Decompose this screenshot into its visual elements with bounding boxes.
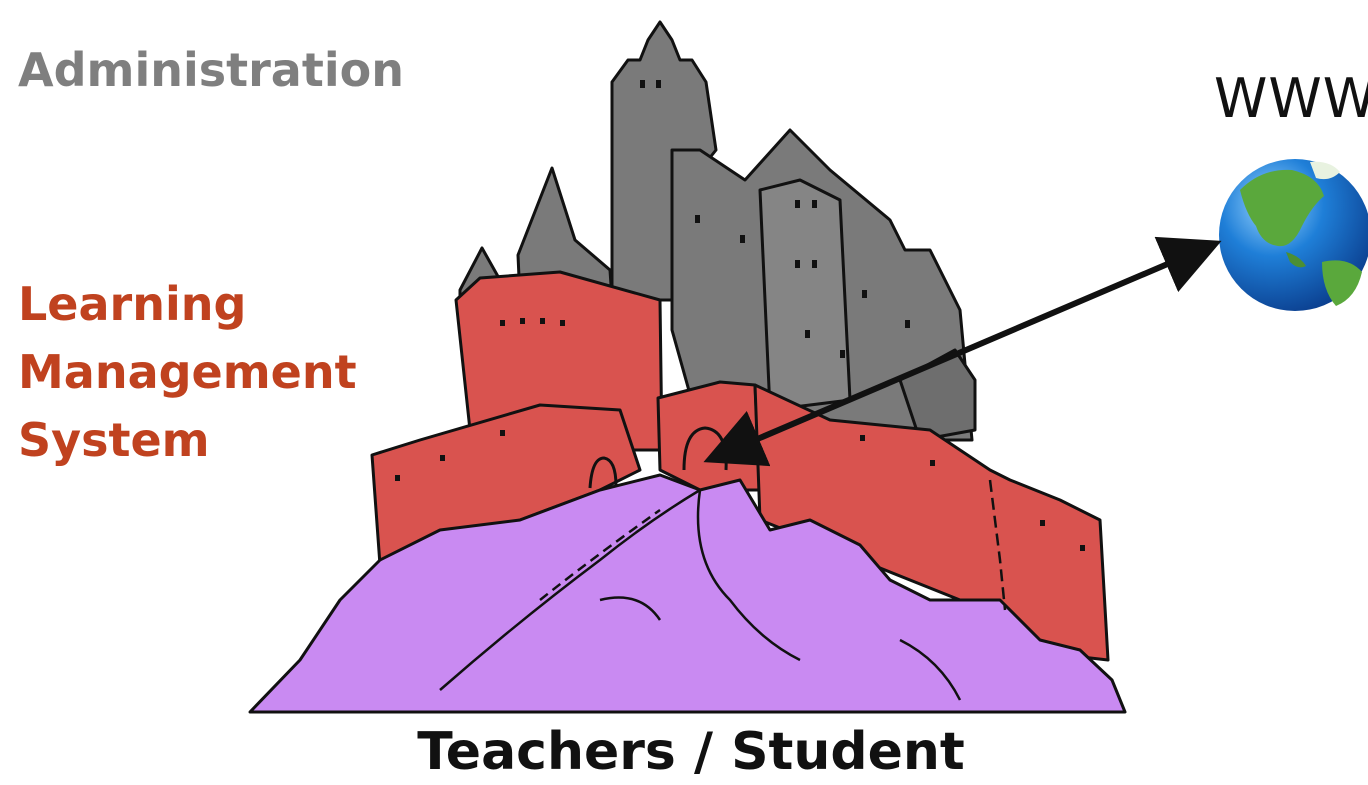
globe-land-greenland xyxy=(1310,161,1340,180)
lms-label: Learning Management System xyxy=(18,270,357,474)
rock-crack-2 xyxy=(539,508,661,601)
castle-tall-block xyxy=(758,178,852,412)
globe-land-north-america xyxy=(1240,169,1324,247)
www-label: WWW xyxy=(1214,67,1368,130)
castle-rock xyxy=(248,473,1127,714)
lms-label-line-2: Management xyxy=(18,345,357,399)
castle-icon xyxy=(248,20,1127,714)
globe-land-south-america xyxy=(1322,260,1362,306)
lms-label-line-3: System xyxy=(18,413,210,467)
globe-land-central xyxy=(1286,252,1306,268)
administration-label: Administration xyxy=(18,43,404,97)
rock-crack-4 xyxy=(599,596,662,621)
castle-gate-block xyxy=(656,380,762,492)
double-arrow-icon xyxy=(703,236,1222,467)
rock-crack-5 xyxy=(899,638,962,701)
lms-label-line-1: Learning xyxy=(18,277,247,331)
castle-door-arch xyxy=(588,456,618,489)
globe-icon xyxy=(1219,159,1368,311)
rock-crack-3 xyxy=(696,489,801,662)
teachers-student-label: Teachers / Student xyxy=(417,722,965,782)
rock-crack-6 xyxy=(988,479,1007,611)
rock-crack-1 xyxy=(439,488,701,691)
